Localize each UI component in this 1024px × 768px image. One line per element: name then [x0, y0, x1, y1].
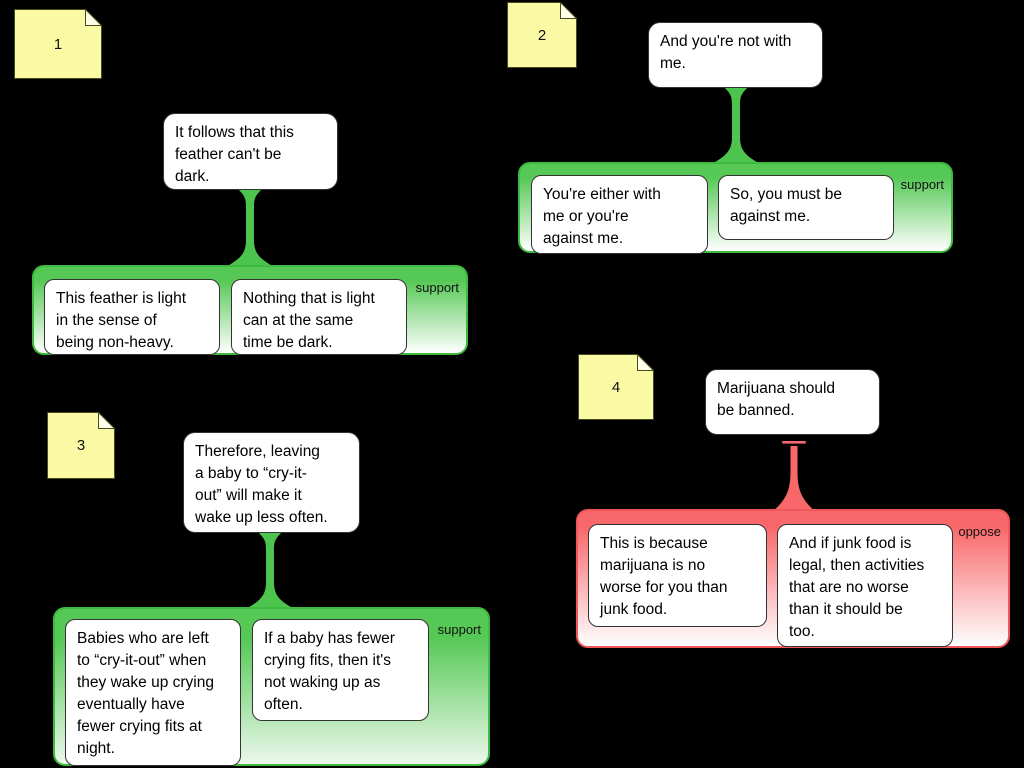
relation-label: oppose [958, 524, 1001, 539]
premise-box[interactable]: You're either with me or you're against … [531, 175, 708, 254]
note-body [47, 412, 115, 479]
premise-box[interactable]: So, you must be against me. [718, 175, 894, 240]
support-group[interactable]: support You're either with me or you're … [518, 162, 953, 254]
note-body [507, 2, 577, 68]
conclusion-box[interactable]: And you're not with me. [648, 22, 823, 88]
premise-box[interactable]: And if junk food is legal, then activiti… [777, 524, 953, 647]
note-body [578, 354, 654, 420]
relation-label: support [900, 177, 944, 192]
sticky-note-number: 1 [53, 35, 63, 53]
premise-text: Babies who are left to “cry-it-out” when… [77, 630, 214, 757]
conclusion-box[interactable]: Therefore, leaving a baby to “cry-it- ou… [183, 432, 360, 533]
premise-box[interactable]: If a baby has fewer crying fits, then it… [252, 619, 429, 721]
premise-text: So, you must be against me. [730, 186, 843, 225]
support-group[interactable]: support This feather is light in the sen… [32, 265, 468, 355]
sticky-note-number: 3 [76, 437, 86, 454]
conclusion-box[interactable]: Marijuana should be banned. [705, 369, 880, 435]
premise-text: Nothing that is light can at the same ti… [243, 290, 375, 351]
sticky-note[interactable]: 3 [47, 412, 115, 479]
sticky-note-shape [578, 354, 654, 420]
conclusion-text: It follows that this feather can't be da… [175, 124, 294, 185]
relation-label: support [415, 280, 459, 295]
relation-label: support [437, 622, 481, 637]
oppose-connector[interactable] [766, 435, 822, 512]
premise-text: This feather is light in the sense of be… [56, 290, 187, 351]
support-connector[interactable] [708, 86, 764, 165]
conclusion-text: Marijuana should be banned. [717, 380, 836, 419]
oppose-group[interactable]: oppose This is because marijuana is no w… [576, 509, 1010, 648]
sticky-note[interactable]: 1 [14, 9, 102, 79]
premise-text: And if junk food is legal, then activiti… [789, 535, 925, 640]
conclusion-box[interactable]: It follows that this feather can't be da… [163, 113, 338, 190]
sticky-note[interactable]: 4 [578, 354, 654, 420]
folded-corner-icon [85, 9, 102, 26]
premise-box[interactable]: Nothing that is light can at the same ti… [231, 279, 407, 355]
folded-corner-icon [560, 2, 577, 19]
folded-corner-icon [637, 354, 654, 371]
support-group[interactable]: support Babies who are left to “cry-it-o… [53, 607, 490, 766]
premise-box[interactable]: This feather is light in the sense of be… [44, 279, 220, 355]
premise-text: This is because marijuana is no worse fo… [600, 535, 728, 618]
sticky-note-number: 4 [611, 378, 621, 396]
sticky-note[interactable]: 2 [507, 2, 577, 68]
note-body [14, 9, 102, 79]
premise-box[interactable]: Babies who are left to “cry-it-out” when… [65, 619, 241, 766]
sticky-note-shape [14, 9, 102, 79]
sticky-note-shape [47, 412, 115, 479]
premise-box[interactable]: This is because marijuana is no worse fo… [588, 524, 767, 627]
conclusion-text: And you're not with me. [660, 33, 792, 72]
oppose-bar-icon [782, 441, 806, 444]
support-connector[interactable] [222, 188, 278, 268]
conclusion-text: Therefore, leaving a baby to “cry-it- ou… [195, 443, 328, 526]
premise-text: You're either with me or you're against … [543, 186, 661, 247]
folded-corner-icon [98, 412, 115, 429]
support-connector[interactable] [242, 531, 298, 610]
premise-text: If a baby has fewer crying fits, then it… [264, 630, 395, 713]
sticky-note-shape [507, 2, 577, 68]
sticky-note-number: 2 [537, 26, 547, 44]
